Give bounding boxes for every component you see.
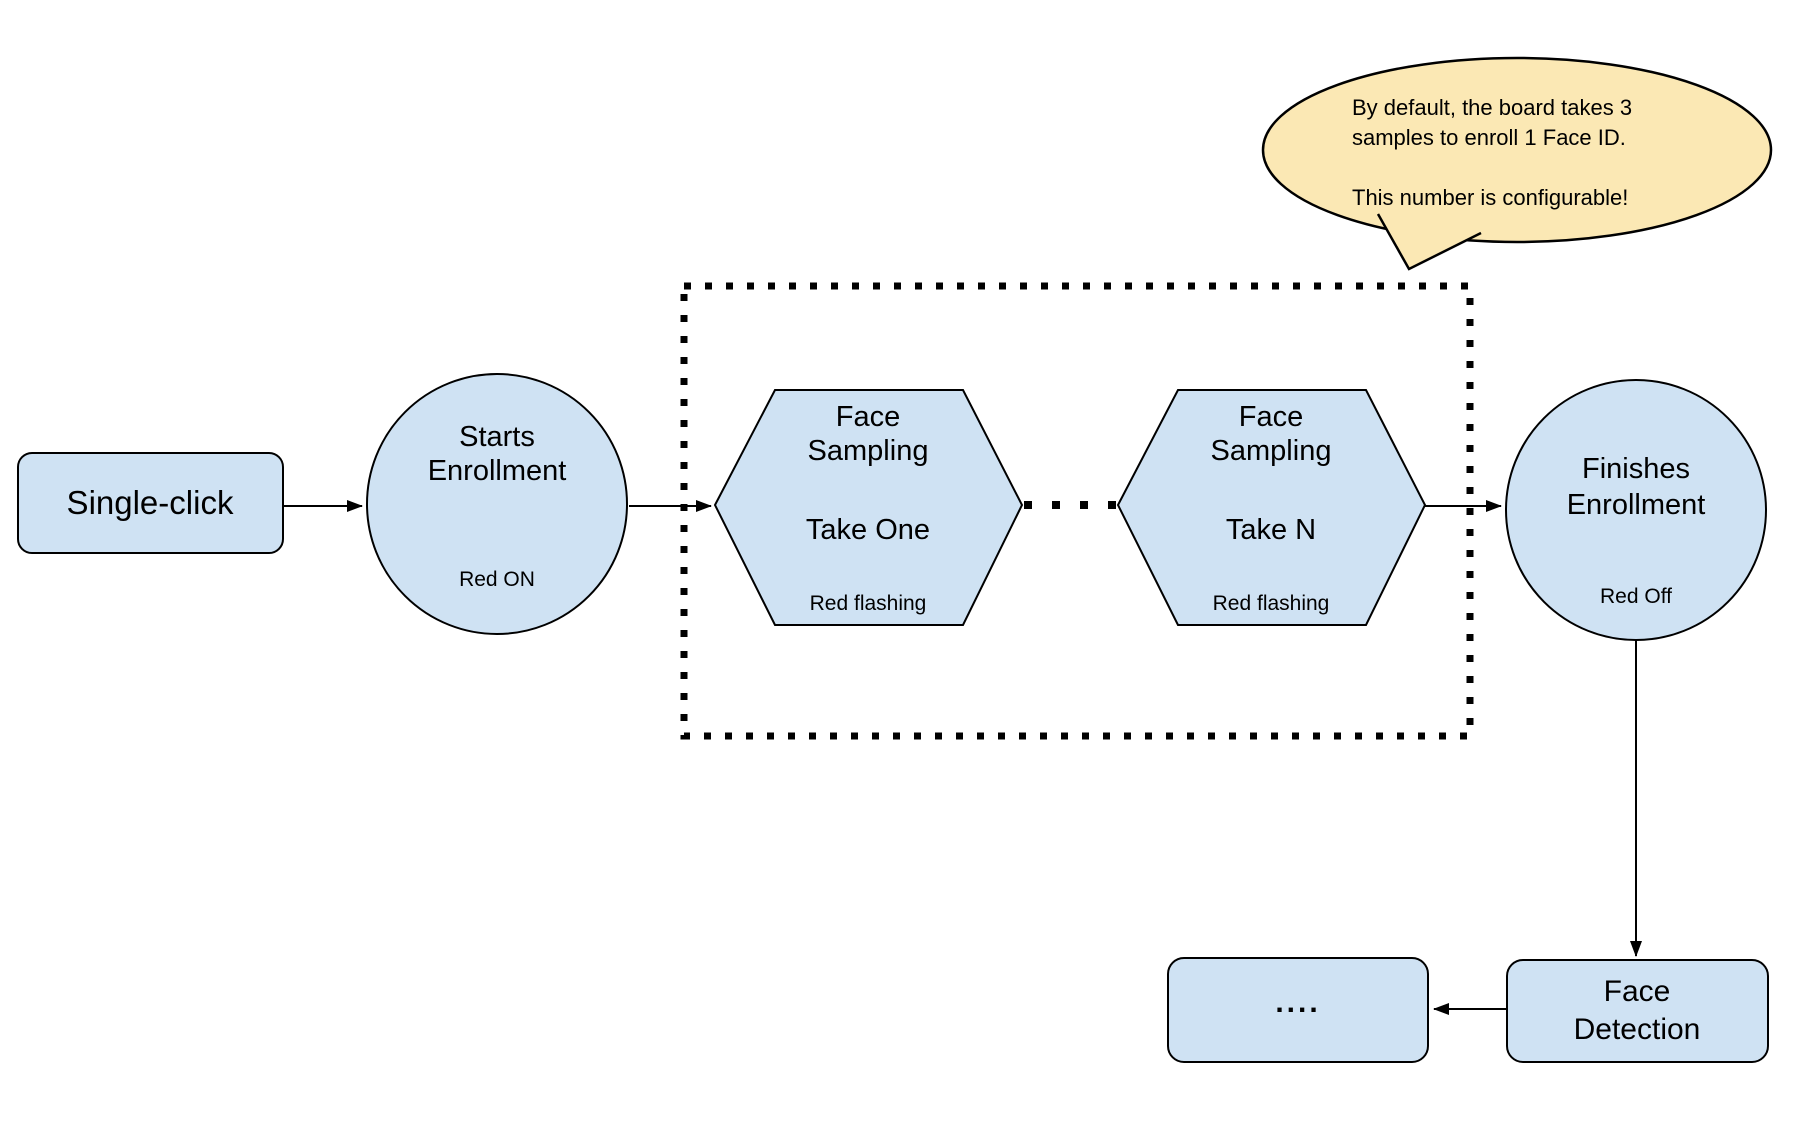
sample-n-line2: Sampling <box>1210 435 1332 467</box>
single-click-node <box>17 452 284 554</box>
face-sampling-take-one-node <box>713 389 1024 626</box>
continuation-label: .... <box>1275 986 1321 1019</box>
starts-enrollment-line2: Enrollment <box>427 455 567 487</box>
face-detection-line1: Face <box>1603 975 1671 1008</box>
finishes-enrollment-line2: Enrollment <box>1566 489 1706 521</box>
sample-one-line2: Sampling <box>807 435 929 467</box>
face-detection-label: Face Detection <box>1574 973 1701 1049</box>
sample-one-line1: Face <box>835 401 901 433</box>
sample-n-status: Red flashing <box>1212 592 1330 615</box>
callout-line2: samples to enroll 1 Face ID. <box>1352 125 1626 150</box>
callout-blank-line <box>1352 153 1712 183</box>
callout-bubble <box>1261 56 1773 271</box>
single-click-label: Single-click <box>66 484 234 521</box>
finishes-enrollment-label: Finishes Enrollment <box>1567 451 1706 523</box>
finishes-enrollment-line1: Finishes <box>1582 453 1690 485</box>
dotted-connector-between-samples <box>1024 501 1116 509</box>
callout-text: By default, the board takes 3 samples to… <box>1352 93 1712 213</box>
face-sampling-take-n-node <box>1116 389 1427 626</box>
sample-n-title: Face Sampling <box>1211 400 1332 468</box>
finishes-enrollment-status: Red Off <box>1600 585 1672 608</box>
continuation-node <box>1167 957 1429 1063</box>
starts-enrollment-label: Starts Enrollment <box>428 420 567 488</box>
starts-enrollment-node <box>366 373 628 635</box>
sample-n-take-label: Take N <box>1225 514 1317 546</box>
starts-enrollment-line1: Starts <box>459 421 535 453</box>
sample-one-status: Red flashing <box>809 592 927 615</box>
starts-enrollment-status: Red ON <box>459 568 535 591</box>
callout-line1: By default, the board takes 3 <box>1352 95 1633 120</box>
finishes-enrollment-node <box>1505 379 1767 641</box>
sample-one-take-label: Take One <box>805 514 931 546</box>
sample-one-title: Face Sampling <box>808 400 929 468</box>
face-detection-line2: Detection <box>1573 1013 1701 1046</box>
sampling-group-dotted-box <box>680 282 1474 740</box>
callout-line3: This number is configurable! <box>1352 185 1629 210</box>
face-detection-node <box>1506 959 1769 1063</box>
sample-n-line1: Face <box>1238 401 1304 433</box>
